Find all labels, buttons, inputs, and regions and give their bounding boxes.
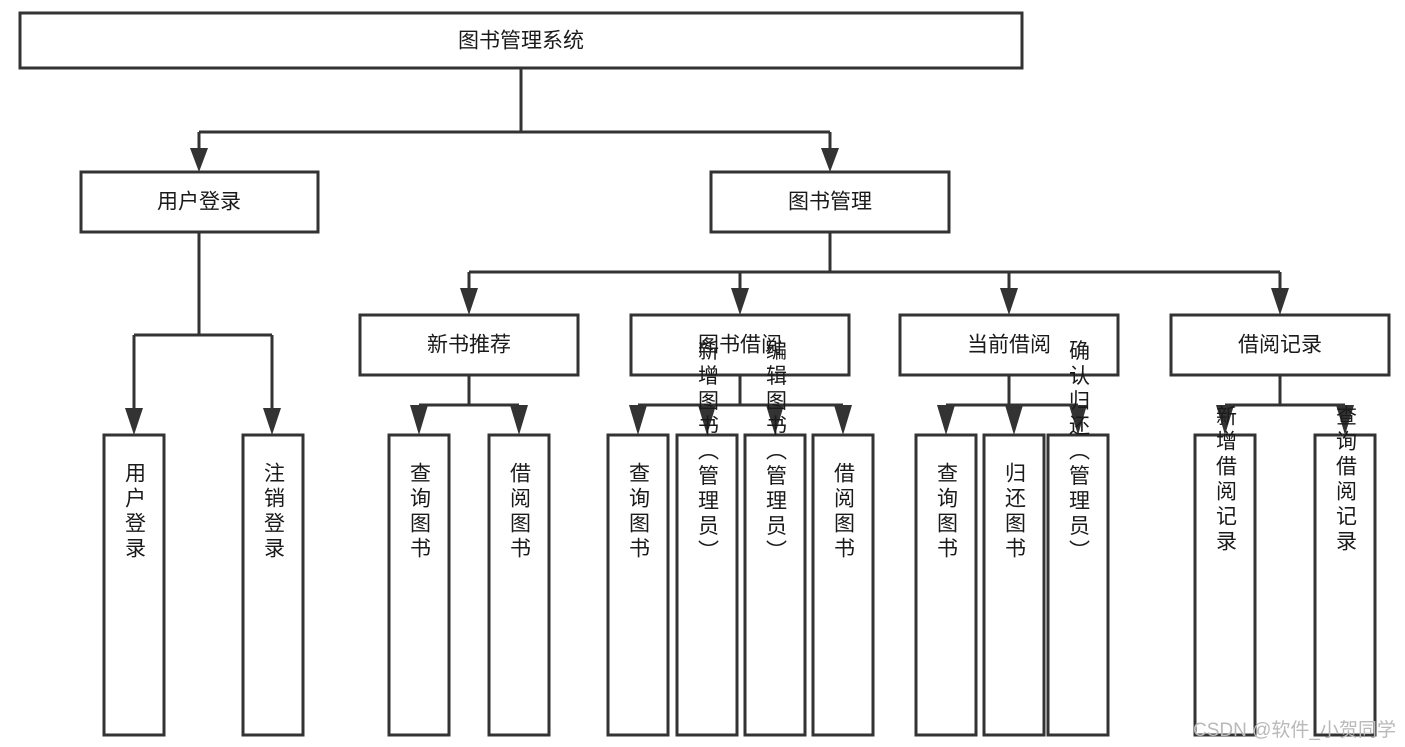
node-new-book-recommend-label: 新书推荐: [427, 334, 511, 357]
arrow-head-leaf-book-borrow-3: [766, 405, 784, 435]
node-current-borrow[interactable]: 当前借阅: [898, 313, 1120, 377]
node-root-box[interactable]: [18, 11, 1024, 70]
arrow-head-leaf-borrow-record-1: [1216, 405, 1234, 435]
arrow-head-leaf-book-borrow-2: [698, 405, 716, 435]
leaf-current-borrow-3[interactable]: 确认归还（管理员）: [1046, 340, 1110, 737]
node-borrow-record-label: 借阅记录: [1238, 334, 1322, 357]
leaf-user-login-2-label: 注销登录: [262, 462, 286, 562]
node-book-borrow-box[interactable]: [629, 313, 851, 377]
node-borrow-record[interactable]: 借阅记录: [1169, 313, 1391, 377]
node-new-book-recommend-box[interactable]: [358, 313, 580, 377]
node-current-borrow-label: 当前借阅: [967, 334, 1051, 357]
leaf-new-book-2[interactable]: 借阅图书: [487, 433, 551, 737]
node-book-borrow-label: 图书借阅: [698, 334, 782, 357]
leaf-borrow-record-2-box[interactable]: [1313, 433, 1377, 737]
arrow-head-leaf-borrow-record-2: [1336, 405, 1354, 435]
arrow-head-book-mgmt: [821, 148, 839, 172]
leaf-user-login-1[interactable]: 用户登录: [102, 433, 166, 737]
leaf-book-borrow-2-box[interactable]: [675, 433, 739, 737]
node-current-borrow-box[interactable]: [898, 313, 1120, 377]
connector-group-book-mgmt: [460, 232, 1289, 315]
leaf-book-borrow-4-box[interactable]: [811, 433, 875, 737]
leaf-new-book-2-label: 借阅图书: [508, 462, 532, 562]
leaf-new-book-1-box[interactable]: [387, 433, 451, 737]
node-user-login-box[interactable]: [79, 170, 320, 234]
leaf-user-login-2-box[interactable]: [241, 433, 305, 737]
leaf-book-borrow-3-box[interactable]: [743, 433, 807, 737]
node-book-management[interactable]: 图书管理: [709, 170, 951, 234]
leaf-borrow-record-2-label: 查询借阅记录: [1334, 405, 1358, 555]
arrow-head-leaf-current-borrow-2: [1005, 405, 1023, 435]
connector-group-root: [190, 68, 839, 172]
leaf-book-borrow-4-label: 借阅图书: [832, 462, 856, 562]
leaf-user-login-1-box[interactable]: [102, 433, 166, 737]
connector-group-book-borrow: [629, 375, 852, 435]
node-borrow-record-box[interactable]: [1169, 313, 1391, 377]
arrow-head-leaf-user-login-1: [125, 408, 143, 435]
leaf-new-book-1[interactable]: 查询图书: [387, 433, 451, 737]
connector-group-current-borrow: [937, 375, 1087, 435]
node-book-management-label: 图书管理: [788, 191, 872, 214]
leaf-current-borrow-1[interactable]: 查询图书: [914, 433, 978, 737]
leaf-current-borrow-2[interactable]: 归还图书: [982, 433, 1046, 737]
connector-group-new-book: [410, 375, 528, 435]
arrow-head-borrow-record: [1271, 288, 1289, 315]
leaf-user-login-2[interactable]: 注销登录: [241, 433, 305, 737]
leaf-book-borrow-3[interactable]: 编辑图书（管理员）: [743, 340, 807, 737]
leaf-current-borrow-1-label: 查询图书: [935, 462, 959, 562]
arrow-head-new-book: [460, 288, 478, 315]
node-root[interactable]: 图书管理系统: [18, 11, 1024, 70]
leaf-book-borrow-3-label: 编辑图书（管理员）: [764, 340, 788, 565]
node-user-login-label: 用户登录: [157, 191, 241, 214]
arrow-head-leaf-current-borrow-3: [1069, 405, 1087, 435]
arrow-head-book-borrow: [731, 288, 749, 315]
leaf-user-login-1-label: 用户登录: [123, 462, 147, 562]
leaf-book-borrow-4[interactable]: 借阅图书: [811, 433, 875, 737]
leaf-book-borrow-2-label: 新增图书（管理员）: [696, 340, 720, 565]
arrow-head-leaf-current-borrow-1: [937, 405, 955, 435]
arrow-head-leaf-book-borrow-1: [629, 405, 647, 435]
leaf-borrow-record-1[interactable]: 新增借阅记录: [1193, 405, 1257, 737]
leaf-borrow-record-2[interactable]: 查询借阅记录: [1313, 405, 1377, 737]
leaf-borrow-record-1-box[interactable]: [1193, 433, 1257, 737]
leaf-book-borrow-2[interactable]: 新增图书（管理员）: [675, 340, 739, 737]
node-user-login[interactable]: 用户登录: [79, 170, 320, 234]
leaf-current-borrow-2-box[interactable]: [982, 433, 1046, 737]
leaf-new-book-2-box[interactable]: [487, 433, 551, 737]
leaf-new-book-1-label: 查询图书: [408, 462, 432, 562]
arrow-head-leaf-new-book-2: [510, 405, 528, 435]
arrow-head-leaf-new-book-1: [410, 405, 428, 435]
leaf-book-borrow-1-box[interactable]: [606, 433, 670, 737]
csdn-watermark: CSDN @软件_小贺同学: [1193, 719, 1396, 741]
node-book-management-box[interactable]: [709, 170, 951, 234]
leaf-borrow-record-1-label: 新增借阅记录: [1214, 405, 1238, 555]
leaf-current-borrow-1-box[interactable]: [914, 433, 978, 737]
leaf-current-borrow-3-box[interactable]: [1046, 433, 1110, 737]
arrow-head-current-borrow: [1000, 288, 1018, 315]
leaf-current-borrow-2-label: 归还图书: [1003, 462, 1027, 562]
node-new-book-recommend[interactable]: 新书推荐: [358, 313, 580, 377]
leaf-book-borrow-1[interactable]: 查询图书: [606, 433, 670, 737]
leaf-current-borrow-3-label: 确认归还（管理员）: [1067, 340, 1091, 565]
node-root-label: 图书管理系统: [458, 30, 584, 53]
arrow-head-user-login: [190, 148, 208, 172]
arrow-head-leaf-book-borrow-4: [834, 405, 852, 435]
leaf-book-borrow-1-label: 查询图书: [627, 462, 651, 562]
connector-group-user-login: [125, 232, 281, 435]
arrow-head-leaf-user-login-2: [263, 408, 281, 435]
connector-group-borrow-record: [1216, 375, 1354, 435]
node-book-borrow[interactable]: 图书借阅: [629, 313, 851, 377]
